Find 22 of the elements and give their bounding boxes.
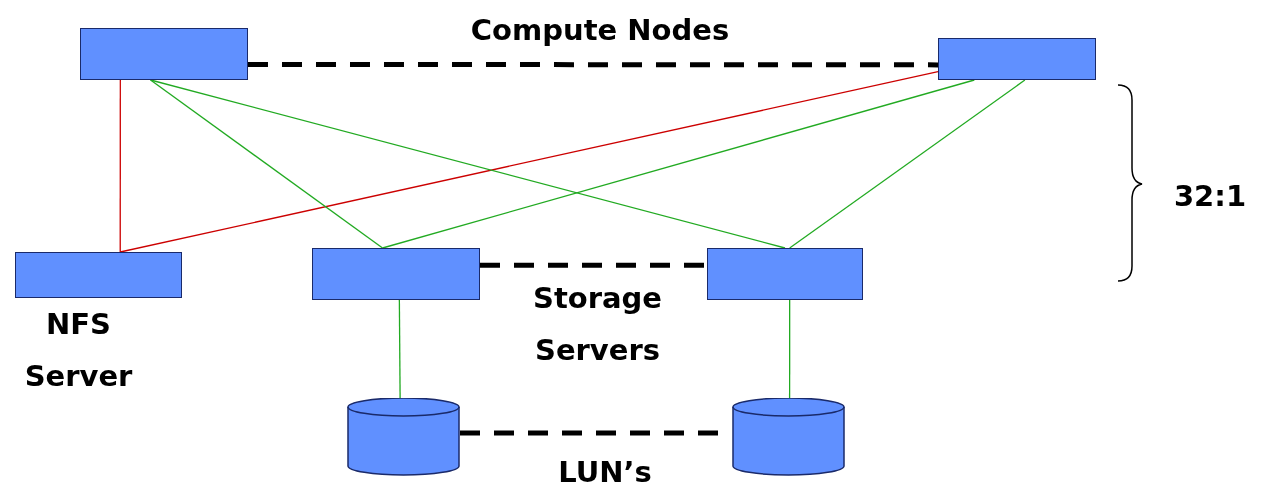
text-label: Storage Servers: [532, 280, 663, 369]
text-label: Compute Nodes: [469, 12, 731, 49]
connector-line: [398, 299, 401, 399]
server-box: [80, 28, 248, 80]
text-label: 32:1: [1172, 178, 1248, 215]
dashed-line: [248, 61, 938, 68]
server-box: [938, 38, 1096, 80]
connector-line: [119, 70, 939, 253]
connector-line: [789, 299, 791, 399]
node-caption: NFS Server: [23, 306, 134, 395]
server-box: [15, 252, 182, 298]
connector-line: [149, 79, 384, 249]
dashed-line: [480, 262, 707, 268]
connector-line: [789, 79, 1026, 249]
connector-line: [381, 79, 975, 249]
disk-cylinder: [347, 398, 460, 476]
text-label: LUN’s: [557, 454, 653, 490]
connector-line: [119, 79, 121, 253]
server-box: [707, 248, 863, 300]
server-box: [312, 248, 480, 300]
connector-line: [149, 79, 786, 249]
disk-cylinder: [732, 398, 845, 476]
